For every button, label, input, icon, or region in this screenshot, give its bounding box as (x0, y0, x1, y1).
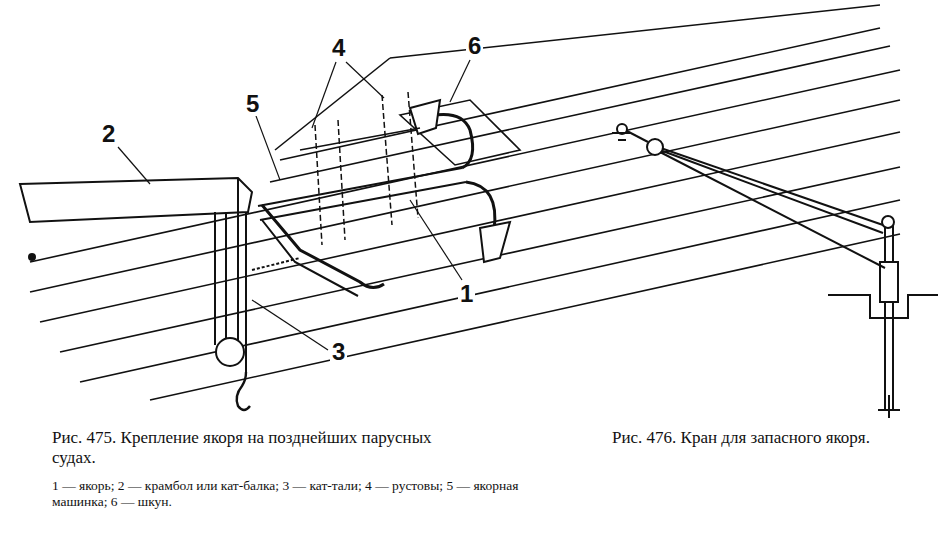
shroud-chains (300, 92, 420, 245)
crane-figure (612, 124, 938, 418)
leader-lines (118, 60, 470, 350)
figure-caption: Рис. 476. Кран для запасного якоря. (612, 428, 912, 448)
cathead-beam (20, 178, 252, 260)
callout-number: 5 (244, 92, 261, 116)
waterway-board (400, 100, 520, 165)
callout-number: 4 (330, 36, 347, 60)
callout-number: 1 (458, 282, 475, 306)
callout-number: 2 (100, 122, 117, 146)
figure-caption: Рис. 475. Крепление якоря на позднейших … (52, 428, 472, 469)
callout-number: 6 (466, 34, 483, 58)
cat-tackle (215, 212, 300, 410)
anchor (258, 100, 510, 296)
figure-legend: 1 — якорь; 2 — крамбол или кат-балка; 3 … (52, 478, 522, 510)
callout-number: 3 (330, 340, 347, 364)
